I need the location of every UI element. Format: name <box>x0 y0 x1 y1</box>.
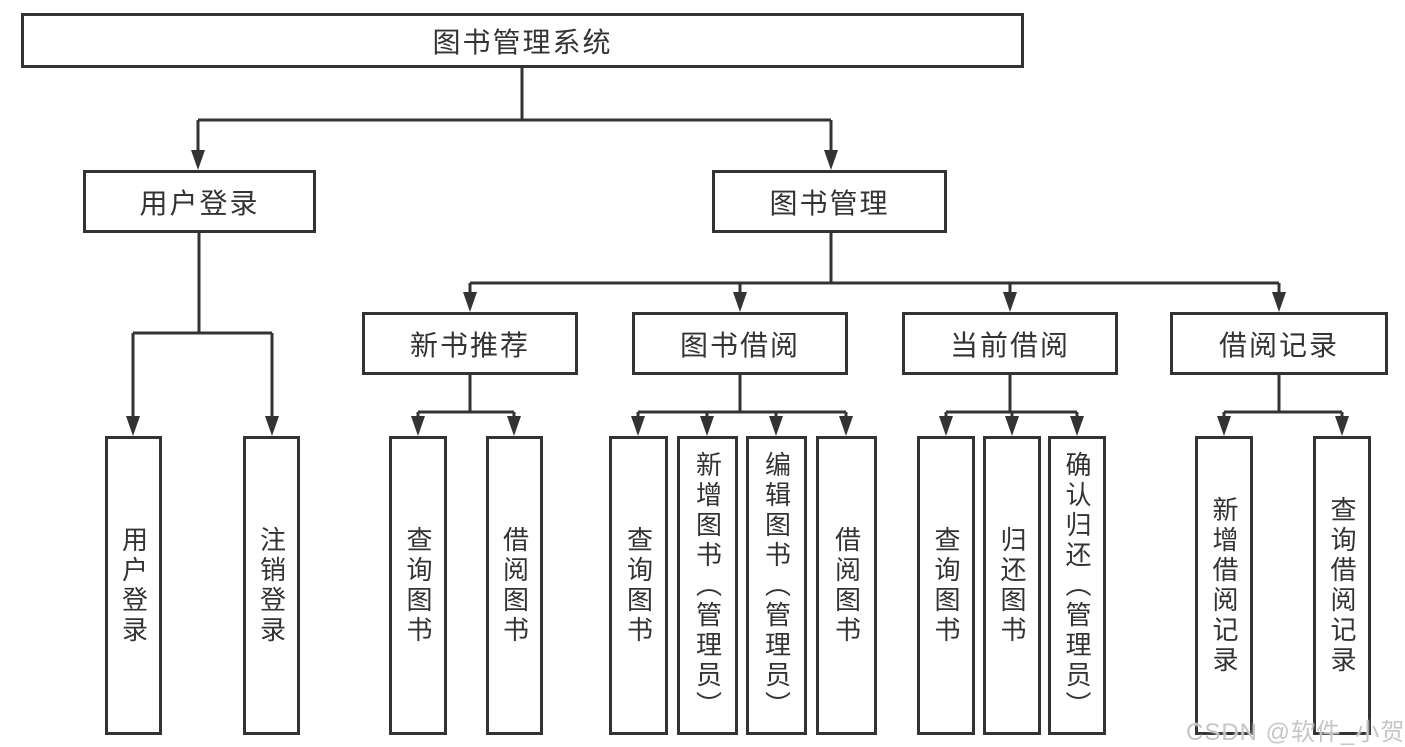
node-borrowing-records: 借阅记录 <box>1170 312 1388 375</box>
leaf-query-borrow-record: 查询借阅记录 <box>1313 436 1371 735</box>
leaf-user-login: 用户登录 <box>105 436 162 735</box>
leaf-return-books: 归还图书 <box>983 436 1041 735</box>
leaf-add-book-admin: 新增图书（管理员） <box>677 436 738 735</box>
leaf-logout: 注销登录 <box>243 436 300 735</box>
leaf-query-books-borrowing: 查询图书 <box>609 436 668 735</box>
node-book-borrowing: 图书借阅 <box>632 312 848 375</box>
leaf-borrow-books-borrowing: 借阅图书 <box>816 436 877 735</box>
arrowhead-icons <box>126 150 1349 436</box>
watermark-text: CSDN @软件_小贺同学 <box>1186 719 1405 746</box>
leaf-query-books-recommend: 查询图书 <box>389 436 447 735</box>
node-current-borrowing: 当前借阅 <box>902 312 1118 375</box>
leaf-edit-book-admin: 编辑图书（管理员） <box>746 436 807 735</box>
leaf-confirm-return-admin: 确认归还（管理员） <box>1048 436 1106 735</box>
node-new-book-recommendation: 新书推荐 <box>362 312 578 375</box>
leaf-borrow-books-recommend: 借阅图书 <box>486 436 543 735</box>
node-user-login: 用户登录 <box>83 170 316 233</box>
leaf-query-books-current: 查询图书 <box>917 436 975 735</box>
node-book-management: 图书管理 <box>712 170 947 233</box>
leaf-add-borrow-record: 新增借阅记录 <box>1195 436 1253 735</box>
node-library-management-system: 图书管理系统 <box>21 13 1024 68</box>
